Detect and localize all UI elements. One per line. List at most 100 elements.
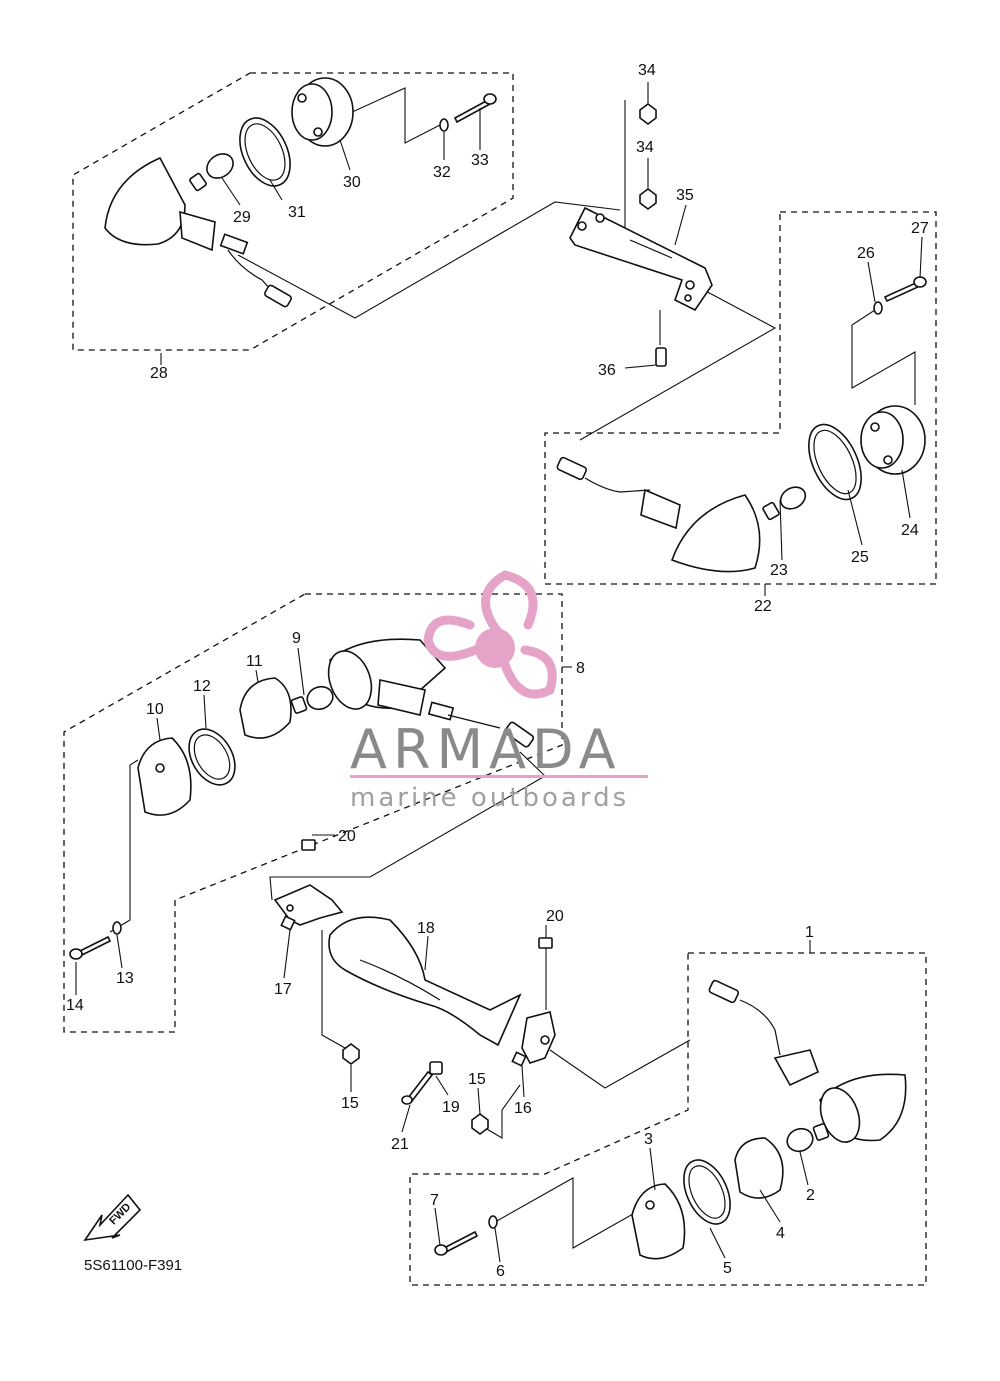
link-8-bracket xyxy=(269,751,546,901)
rim-24 xyxy=(860,405,926,475)
nut-34-upper xyxy=(639,103,657,125)
callout-8: 8 xyxy=(576,660,585,677)
link-35-22 xyxy=(579,287,777,441)
link-10-14 xyxy=(109,759,139,933)
turn-signal-assembly-rear-left xyxy=(104,156,292,308)
lens-11 xyxy=(239,677,292,739)
washer-32 xyxy=(439,118,449,132)
callout-7: 7 xyxy=(430,1192,439,1209)
signal-wire xyxy=(227,249,281,301)
callout-12: 12 xyxy=(193,678,211,695)
turn-signal-assembly-front-right xyxy=(708,979,907,1143)
callout-5: 5 xyxy=(723,1260,732,1277)
nut-34-lower xyxy=(639,188,657,210)
link-15-16 xyxy=(479,1084,521,1139)
rim-10 xyxy=(137,737,192,816)
propeller-hub-icon xyxy=(475,628,515,668)
callout-33: 33 xyxy=(471,152,489,169)
callout-10: 10 xyxy=(146,701,164,718)
gasket-31 xyxy=(239,117,291,187)
lens-housing-shell xyxy=(104,156,186,246)
callout-16: 16 xyxy=(514,1100,532,1117)
callout-34-lower: 34 xyxy=(636,139,654,156)
bolt-36 xyxy=(655,347,667,367)
link-17-15 xyxy=(321,930,346,1049)
callout-29: 29 xyxy=(233,209,251,226)
nut-15-left xyxy=(342,1043,360,1065)
callout-17: 17 xyxy=(274,981,292,998)
callout-2: 2 xyxy=(806,1187,815,1204)
signal-stem xyxy=(179,210,216,252)
link-30-33 xyxy=(349,87,441,144)
callout-11: 11 xyxy=(246,653,263,670)
link-bracket-1 xyxy=(549,1039,691,1089)
stem-thread xyxy=(219,233,249,255)
callout-36: 36 xyxy=(598,362,616,379)
wire-connector xyxy=(264,284,292,308)
callout-13: 13 xyxy=(116,970,134,987)
callout-28: 28 xyxy=(150,365,168,382)
callout-labels: 28 29 31 30 32 33 34 34 35 36 26 27 23 2… xyxy=(66,62,929,1280)
bracket-16 xyxy=(511,1011,556,1067)
collar-19 xyxy=(429,1061,443,1075)
callout-3: 3 xyxy=(644,1131,653,1148)
callout-20-left: 20 xyxy=(338,828,356,845)
callout-19: 19 xyxy=(442,1099,460,1116)
callout-34-upper: 34 xyxy=(638,62,656,79)
callout-4: 4 xyxy=(776,1225,785,1242)
rim-3 xyxy=(631,1183,686,1260)
clip-20-right xyxy=(538,937,553,949)
watermark: ARMADA marine outboards xyxy=(350,570,648,813)
callout-27: 27 xyxy=(911,220,929,237)
bulb-29 xyxy=(189,153,234,192)
callout-35: 35 xyxy=(676,187,694,204)
screw-7 xyxy=(434,1230,479,1256)
gasket-5 xyxy=(683,1159,731,1225)
callout-15-left: 15 xyxy=(341,1095,359,1112)
bracket-17 xyxy=(273,884,344,931)
propeller-logo-icon xyxy=(423,570,557,699)
gasket-25 xyxy=(808,423,862,501)
callout-6: 6 xyxy=(496,1263,505,1280)
leader-lines xyxy=(75,82,923,1263)
callout-14: 14 xyxy=(66,997,84,1014)
callout-20-right: 20 xyxy=(546,908,564,925)
callout-9: 9 xyxy=(292,630,301,647)
callout-25: 25 xyxy=(851,549,869,566)
callout-15-right: 15 xyxy=(468,1071,486,1088)
link-34-36 xyxy=(624,100,661,345)
washer-26 xyxy=(873,301,883,315)
watermark-subtitle: marine outboards xyxy=(350,783,629,813)
callout-32: 32 xyxy=(433,164,451,181)
lens-4 xyxy=(734,1137,784,1199)
screw-33 xyxy=(453,93,497,124)
turn-signal-assembly-front-left xyxy=(327,638,535,748)
watermark-title: ARMADA xyxy=(350,718,622,781)
washer-13 xyxy=(112,921,122,935)
assembly-22-boundary xyxy=(544,211,937,585)
screw-27 xyxy=(883,276,927,303)
forward-arrow-icon: FWD xyxy=(83,1193,142,1242)
bracket-35 xyxy=(569,206,713,312)
callout-21: 21 xyxy=(391,1136,409,1153)
washer-6 xyxy=(488,1215,498,1229)
callout-23: 23 xyxy=(770,562,788,579)
bulb-2 xyxy=(786,1123,830,1153)
wire-connector-22 xyxy=(556,456,588,481)
turn-signal-assembly-rear-right xyxy=(556,456,761,573)
callout-24: 24 xyxy=(901,522,919,539)
callout-1: 1 xyxy=(805,924,814,941)
lens-housing-22 xyxy=(670,494,761,573)
gasket-12 xyxy=(188,728,236,786)
link-28-35 xyxy=(237,201,621,319)
callout-31: 31 xyxy=(288,204,306,221)
bulb-9 xyxy=(290,685,334,714)
link-24-27 xyxy=(851,307,916,405)
callout-30: 30 xyxy=(343,174,361,191)
link-3-7 xyxy=(494,1177,641,1249)
watermark-rule xyxy=(350,775,648,778)
clip-20-left xyxy=(301,839,316,851)
rim-30 xyxy=(291,77,354,147)
callout-26: 26 xyxy=(857,245,875,262)
